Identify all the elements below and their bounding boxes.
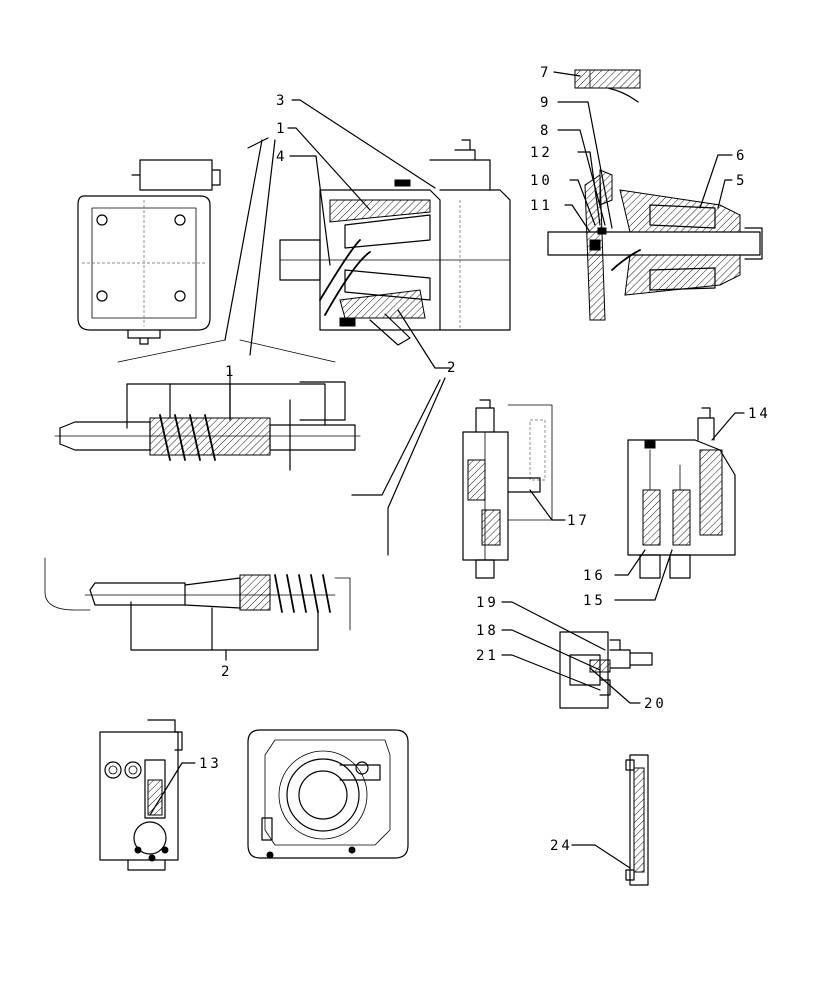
piston-detail-1 xyxy=(54,339,361,471)
small-valve-block xyxy=(559,631,653,709)
callout-20: 20 xyxy=(644,696,667,712)
callout-10: 10 xyxy=(530,173,553,189)
pump-front-view xyxy=(77,159,221,345)
callout-13: 13 xyxy=(199,756,222,772)
callout-1-detail: 1 xyxy=(225,364,236,380)
valve-block-right xyxy=(627,407,736,579)
callout-9: 9 xyxy=(540,95,551,111)
callout-16: 16 xyxy=(583,568,606,584)
piston-detail-2 xyxy=(44,557,351,631)
callout-2-detail: 2 xyxy=(221,664,232,680)
callout-12: 12 xyxy=(530,145,553,161)
callout-5: 5 xyxy=(736,173,747,189)
callout-17: 17 xyxy=(567,513,590,529)
leader-lines xyxy=(126,71,745,869)
callout-19: 19 xyxy=(476,595,499,611)
pump-section-view xyxy=(279,139,511,346)
control-plate-view xyxy=(99,719,183,871)
callout-labels: 3 1 4 2 1 2 7 9 8 12 10 11 6 5 14 17 16 … xyxy=(199,65,771,854)
callout-14: 14 xyxy=(748,406,771,422)
callout-8: 8 xyxy=(540,123,551,139)
callout-6: 6 xyxy=(736,148,747,164)
valve-block-left xyxy=(462,399,553,579)
callout-7: 7 xyxy=(540,65,551,81)
callout-21: 21 xyxy=(476,648,499,664)
callout-2-top: 2 xyxy=(447,360,458,376)
side-plate-view xyxy=(625,754,649,886)
callout-11: 11 xyxy=(530,198,553,214)
callout-24: 24 xyxy=(550,838,573,854)
callout-1-top: 1 xyxy=(276,121,287,137)
callout-4: 4 xyxy=(276,149,287,165)
callout-18: 18 xyxy=(476,623,499,639)
callout-3: 3 xyxy=(276,93,287,109)
end-cover-view xyxy=(247,729,409,859)
callout-15: 15 xyxy=(583,593,606,609)
shaft-section-view xyxy=(547,69,763,321)
